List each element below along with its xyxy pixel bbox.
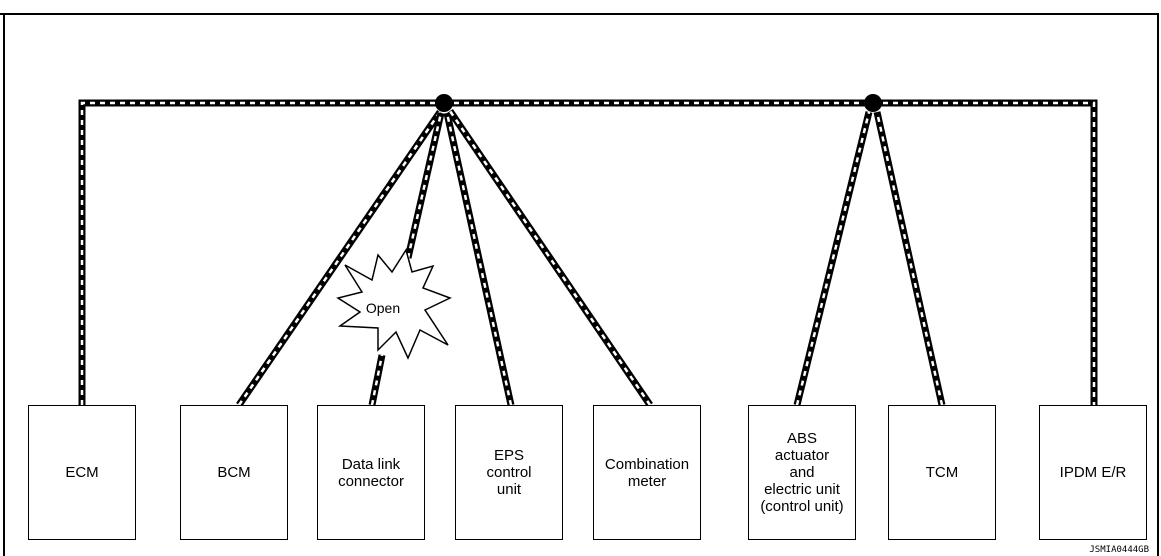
junction-node-left bbox=[435, 94, 453, 112]
unit-label-abs: ABS actuator and electric unit (control … bbox=[760, 430, 844, 515]
wire-ecm bbox=[78, 99, 444, 405]
wire-data-link-upper-stripe bbox=[406, 112, 443, 259]
unit-bcm: BCM bbox=[180, 405, 288, 540]
unit-label-ecm: ECM bbox=[65, 464, 99, 481]
reference-code: JSMIA0444GB bbox=[1089, 545, 1149, 555]
open-burst-shape bbox=[336, 248, 452, 360]
wire-ipdm-stripe bbox=[873, 101, 1096, 405]
wire-ecm-stripe bbox=[80, 101, 444, 405]
wire-abs-stripe bbox=[795, 111, 871, 406]
unit-label-tcm: TCM bbox=[925, 464, 959, 481]
can-bus-wires bbox=[78, 99, 1098, 407]
unit-eps-control-unit: EPS control unit bbox=[455, 405, 563, 540]
unit-ipdm-er: IPDM E/R bbox=[1039, 405, 1147, 540]
unit-label-ipdm: IPDM E/R bbox=[1059, 464, 1127, 481]
unit-combination-meter: Combination meter bbox=[593, 405, 701, 540]
unit-label-eps: EPS control unit bbox=[486, 447, 532, 498]
wire-eps bbox=[443, 112, 515, 406]
unit-tcm: TCM bbox=[888, 405, 996, 540]
wire-combination bbox=[447, 109, 653, 407]
open-fault-label: Open bbox=[365, 300, 401, 316]
unit-abs-actuator: ABS actuator and electric unit (control … bbox=[748, 405, 856, 540]
wire-tcm-stripe bbox=[875, 111, 944, 406]
frame-border bbox=[0, 13, 1159, 556]
unit-ecm: ECM bbox=[28, 405, 136, 540]
wire-bcm bbox=[236, 110, 443, 407]
unit-label-combination-meter: Combination meter bbox=[604, 455, 690, 490]
unit-data-link-connector: Data link connector bbox=[317, 405, 425, 540]
unit-label-bcm: BCM bbox=[217, 464, 251, 481]
unit-label-data-link-connector: Data link connector bbox=[338, 455, 404, 490]
wire-data-link-lower-stripe bbox=[370, 354, 384, 406]
junction-node-right bbox=[864, 94, 882, 112]
